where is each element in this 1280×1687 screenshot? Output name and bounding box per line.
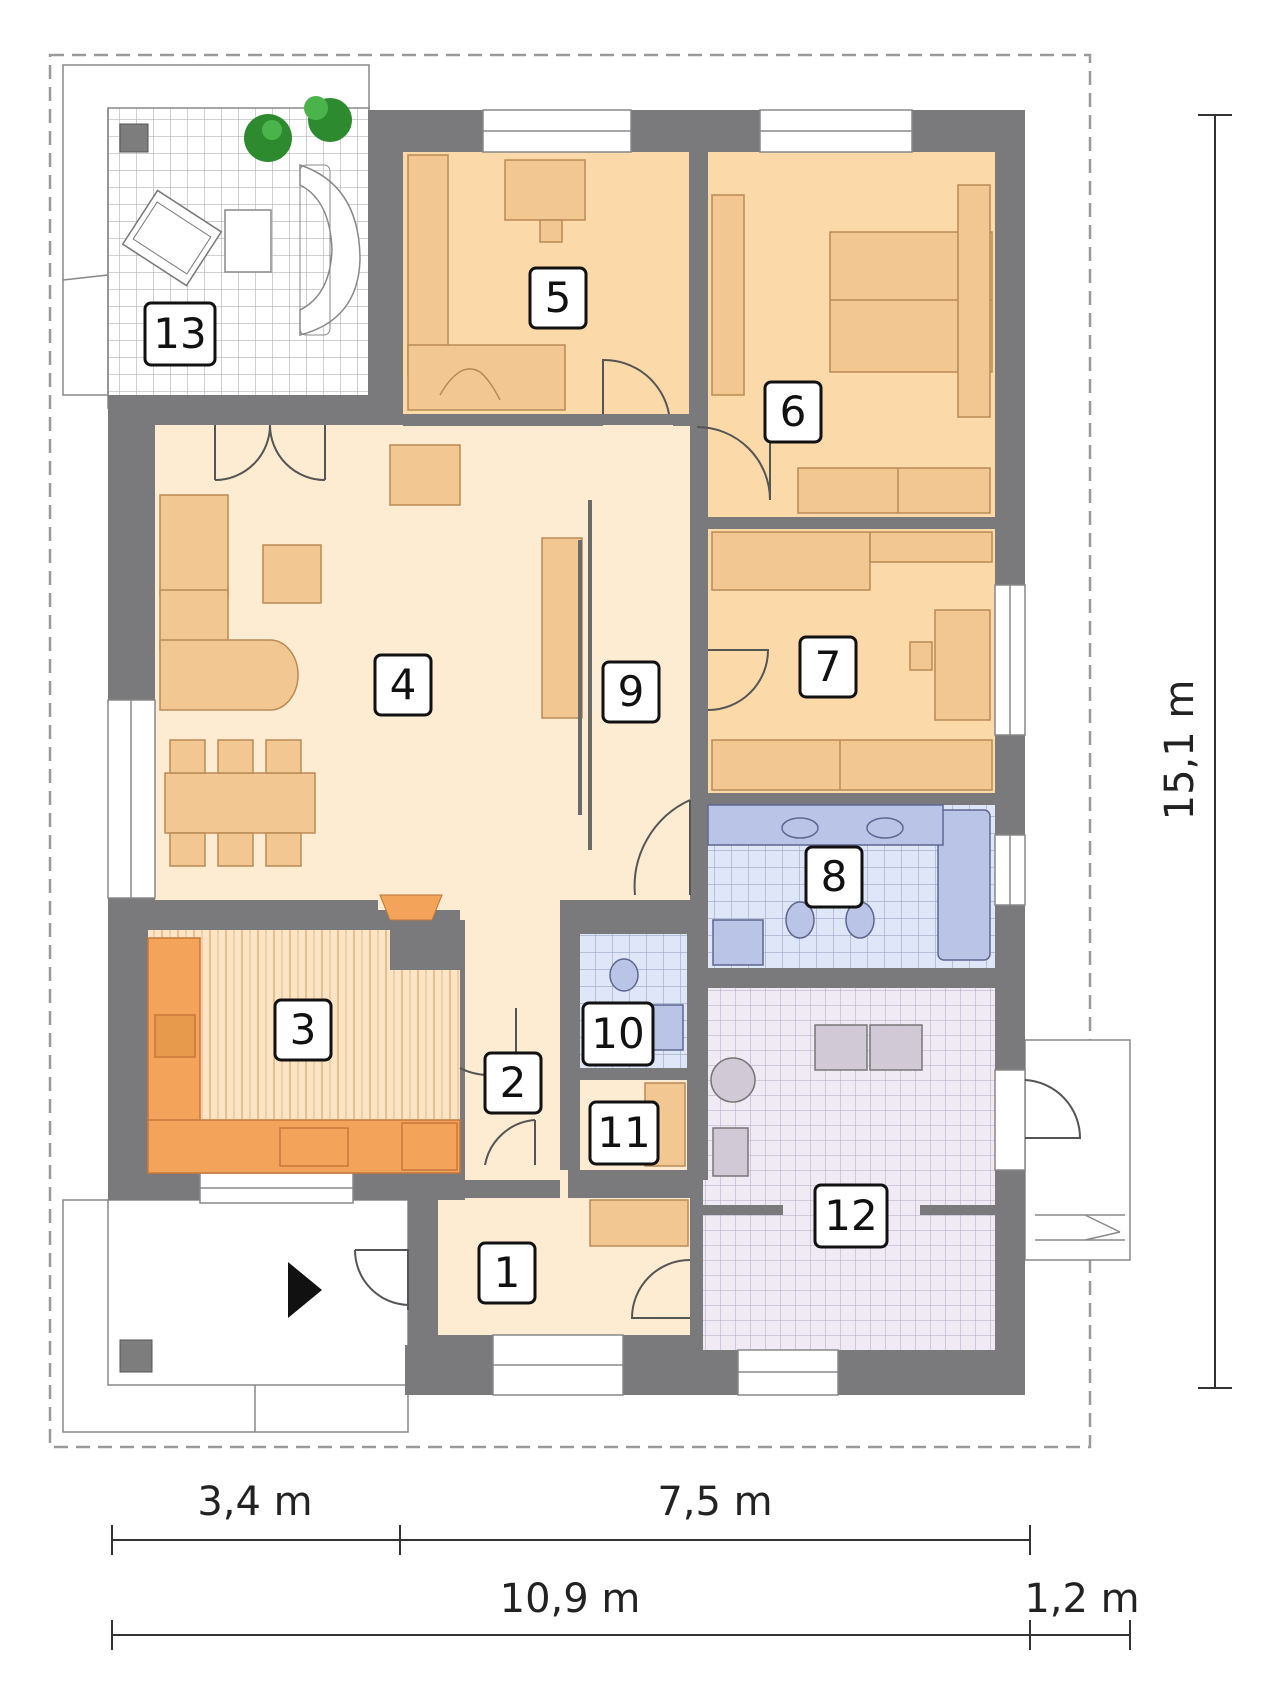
- dimension-width-total: 10,9 m: [500, 1576, 641, 1622]
- windows: [107, 109, 1026, 1396]
- side-steps: [1024, 1039, 1131, 1261]
- utility-fixtures: [710, 1024, 923, 1177]
- entrance-arrow-icon: [288, 1262, 322, 1318]
- svg-text:5: 5: [545, 273, 572, 322]
- kitchen-counters: [147, 937, 461, 1174]
- entrance-porch: [62, 1199, 409, 1433]
- dimension-height-total: 15,1 m: [1157, 680, 1203, 821]
- partition: [578, 500, 592, 850]
- plant-icon: [244, 96, 352, 162]
- dimension-lines: [111, 114, 1232, 1650]
- svg-text:4: 4: [390, 660, 417, 709]
- svg-text:12: 12: [824, 1191, 877, 1240]
- svg-text:10: 10: [591, 1009, 644, 1058]
- svg-text:2: 2: [500, 1058, 527, 1107]
- room-label-3: 3: [273, 998, 333, 1062]
- dimension-width-right: 7,5 m: [657, 1479, 772, 1525]
- dimension-width-extra: 1,2 m: [1024, 1576, 1139, 1622]
- dimension-width-left: 3,4 m: [197, 1479, 312, 1525]
- furniture: [159, 154, 993, 1247]
- svg-text:3: 3: [290, 1005, 317, 1054]
- svg-text:8: 8: [821, 852, 848, 901]
- svg-text:6: 6: [780, 387, 807, 436]
- room-label-6: 6: [763, 380, 823, 444]
- room-label-5: 5: [528, 266, 588, 330]
- room-label-12: 12: [813, 1183, 889, 1249]
- svg-text:7: 7: [815, 642, 842, 691]
- room-label-8: 8: [804, 845, 864, 909]
- room-label-9: 9: [601, 660, 661, 724]
- room-labels: 5 6 13 4 9 7 8 3: [143, 266, 889, 1305]
- svg-text:1: 1: [494, 1248, 521, 1297]
- plot-outline: [48, 53, 1092, 1449]
- room-label-11: 11: [588, 1100, 660, 1166]
- room-label-13: 13: [143, 301, 217, 367]
- svg-text:9: 9: [618, 667, 645, 716]
- svg-text:13: 13: [153, 309, 206, 358]
- room-label-1: 1: [477, 1241, 537, 1305]
- room-label-10: 10: [581, 1001, 655, 1067]
- room-label-7: 7: [798, 635, 858, 699]
- fireplace: [379, 894, 443, 921]
- bathroom-fixtures: [609, 804, 991, 1051]
- room-label-4: 4: [373, 653, 433, 717]
- room-label-2: 2: [483, 1051, 543, 1115]
- svg-text:11: 11: [597, 1108, 650, 1157]
